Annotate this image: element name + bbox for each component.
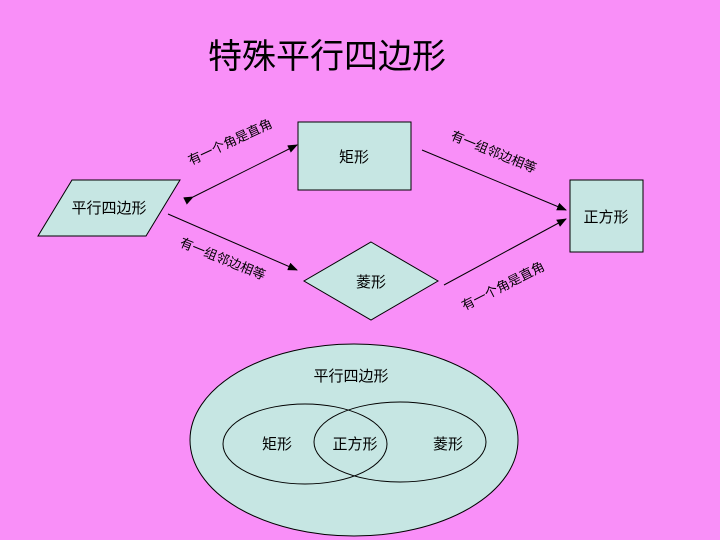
edge-label-rect-to-square: 有一组邻边相等: [448, 128, 538, 177]
parallelogram-shape: [37, 179, 181, 237]
venn-left-label: 矩形: [262, 435, 292, 453]
venn-intersection-label: 正方形: [332, 435, 377, 453]
page-title: 特殊平行四边形: [208, 37, 446, 77]
venn-outer-ellipse: [189, 343, 519, 537]
edge-label-para-to-rect: 有一个角是直角: [186, 117, 275, 169]
rhombus-shape: [303, 241, 439, 321]
venn-right-ellipse: [313, 401, 487, 483]
arrow-rhombus-to-square: [443, 218, 567, 286]
venn-right-label: 菱形: [433, 435, 463, 453]
parallelogram-label: 平行四边形: [71, 199, 146, 217]
arrow-para-to-rhombus: [167, 213, 298, 271]
square-shape: [569, 179, 644, 253]
arrow-para-to-rect: [183, 144, 298, 205]
square-label: 正方形: [583, 208, 628, 226]
venn-left-ellipse: [222, 403, 388, 485]
rectangle-shape: [297, 121, 412, 191]
venn-outer-label: 平行四边形: [313, 367, 388, 385]
edge-label-rhombus-to-square: 有一个角是直角: [459, 260, 547, 315]
edge-label-para-to-rhombus: 有一组邻边相等: [177, 235, 267, 284]
arrow-rect-to-square: [421, 149, 567, 211]
rhombus-label: 菱形: [356, 273, 386, 291]
rectangle-label: 矩形: [339, 148, 369, 166]
